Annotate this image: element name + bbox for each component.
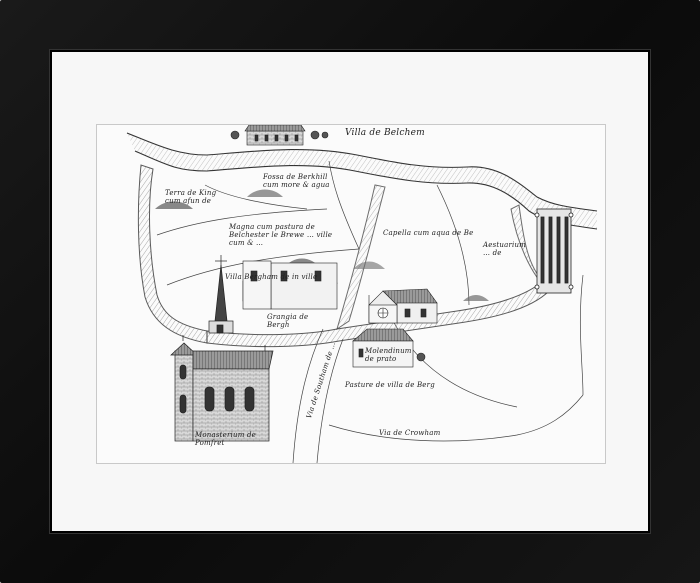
label-villa: Villa de Belchem bbox=[345, 128, 425, 138]
river-middle bbox=[336, 184, 386, 331]
field-boundaries bbox=[156, 160, 584, 463]
label-mill: Molendinum de prato bbox=[365, 347, 412, 363]
label-left-field: Terra de King cum afun de bbox=[165, 189, 217, 205]
weir bbox=[534, 208, 574, 294]
grange-building bbox=[242, 260, 338, 310]
chapel-building bbox=[368, 288, 438, 324]
label-right-upper: Capella cum aqua de Be bbox=[383, 229, 474, 237]
label-mid-field: Magna cum pastura de Belchester le Brewe… bbox=[229, 223, 333, 247]
river-outline bbox=[126, 132, 598, 230]
label-top-field: Fossa de Berkhill cum more & agua bbox=[263, 173, 330, 189]
village-top bbox=[230, 125, 329, 146]
label-mid-lower: Villa Bergham de in ville bbox=[225, 273, 318, 281]
monastery-building bbox=[170, 255, 274, 442]
map-print: Villa de Belchem Fossa de Berkhill cum m… bbox=[96, 124, 606, 464]
label-pasture: Pasture de villa de Berg bbox=[345, 381, 435, 389]
label-far-right: Aestuarium … de bbox=[483, 241, 527, 257]
mill-building bbox=[352, 328, 426, 368]
map-drawing bbox=[126, 125, 598, 463]
label-grange: Grangia de Bergh bbox=[267, 313, 309, 329]
label-monastery: Monasterium de Pomfret bbox=[195, 431, 256, 447]
label-bottom-road: Via de Crowham bbox=[379, 429, 441, 437]
river-top-fill bbox=[127, 133, 597, 229]
